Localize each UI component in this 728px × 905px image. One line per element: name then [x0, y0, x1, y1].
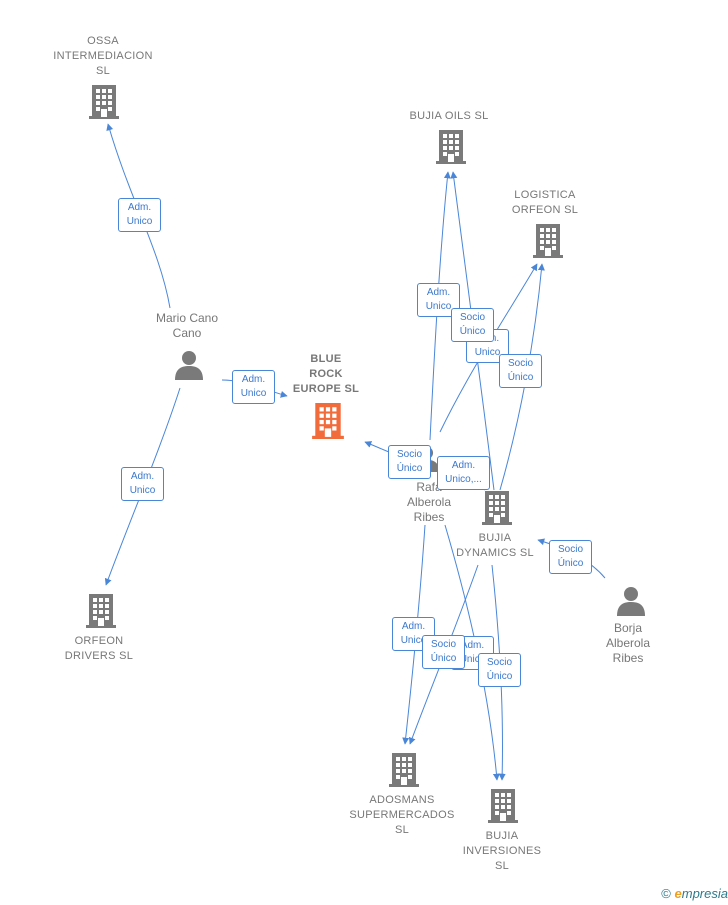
bujia-oils-label: BUJIA OILS SL: [409, 110, 489, 122]
logistica-building-icon[interactable]: [533, 224, 563, 258]
ossa-label: OSSA INTERMEDIACION SL: [53, 35, 153, 77]
bujia-dynamics-label: BUJIA DYNAMICS SL: [456, 532, 534, 559]
blue-rock-building-icon[interactable]: [312, 403, 344, 439]
edge-label-mario-orfeon[interactable]: Adm. Unico: [121, 467, 164, 501]
edge-label-dynamics-adosmans-socio[interactable]: Socio Único: [422, 635, 465, 669]
mario-person-icon[interactable]: [175, 351, 203, 380]
edge-label-rafael-dynamics-adm[interactable]: Adm. Unico,...: [437, 456, 490, 490]
adosmans-building-icon[interactable]: [389, 753, 419, 787]
bujia-inversiones-label: BUJIA INVERSIONES SL: [462, 830, 542, 872]
edge-label-mario-ossa[interactable]: Adm. Unico: [118, 198, 161, 232]
edge-label-rafael-oils-socio[interactable]: Socio Único: [451, 308, 494, 342]
edge-label-rafael-bluerock-socio[interactable]: Socio Único: [388, 445, 431, 479]
adosmans-label: ADOSMANS SUPERMERCADOS SL: [349, 794, 455, 836]
edge-label-dynamics-logistica-socio[interactable]: Socio Único: [499, 354, 542, 388]
borja-person-icon[interactable]: [617, 587, 645, 616]
edges: [104, 123, 606, 781]
brand-logo-initial: e: [674, 886, 682, 901]
edge-label-dynamics-inversiones-socio[interactable]: Socio Único: [478, 653, 521, 687]
blue-rock-label: BLUE ROCK EUROPE SL: [292, 353, 360, 395]
borja-label: Borja Alberola Ribes: [605, 621, 651, 665]
bujia-inversiones-building-icon[interactable]: [488, 789, 518, 823]
brand-footer: © empresia: [661, 886, 728, 901]
edge-label-borja-dynamics-socio[interactable]: Socio Único: [549, 540, 592, 574]
mario-label: Mario Cano Cano: [155, 311, 219, 340]
edge-label-mario-bluerock[interactable]: Adm. Unico: [232, 370, 275, 404]
bujia-oils-building-icon[interactable]: [436, 130, 466, 164]
ossa-building-icon[interactable]: [89, 85, 119, 119]
brand-logo-text: mpresia: [681, 886, 728, 901]
orfeon-drivers-label: ORFEON DRIVERS SL: [64, 635, 134, 662]
logistica-label: LOGISTICA ORFEON SL: [511, 189, 579, 216]
orfeon-drivers-building-icon[interactable]: [86, 594, 116, 628]
edge-label-rafael-adosmans-adm[interactable]: Adm. Unico: [392, 617, 435, 651]
bujia-dynamics-building-icon[interactable]: [482, 491, 512, 525]
copyright-icon: ©: [661, 886, 671, 901]
rafael-label: Rafa Alberola Ribes: [406, 480, 452, 524]
